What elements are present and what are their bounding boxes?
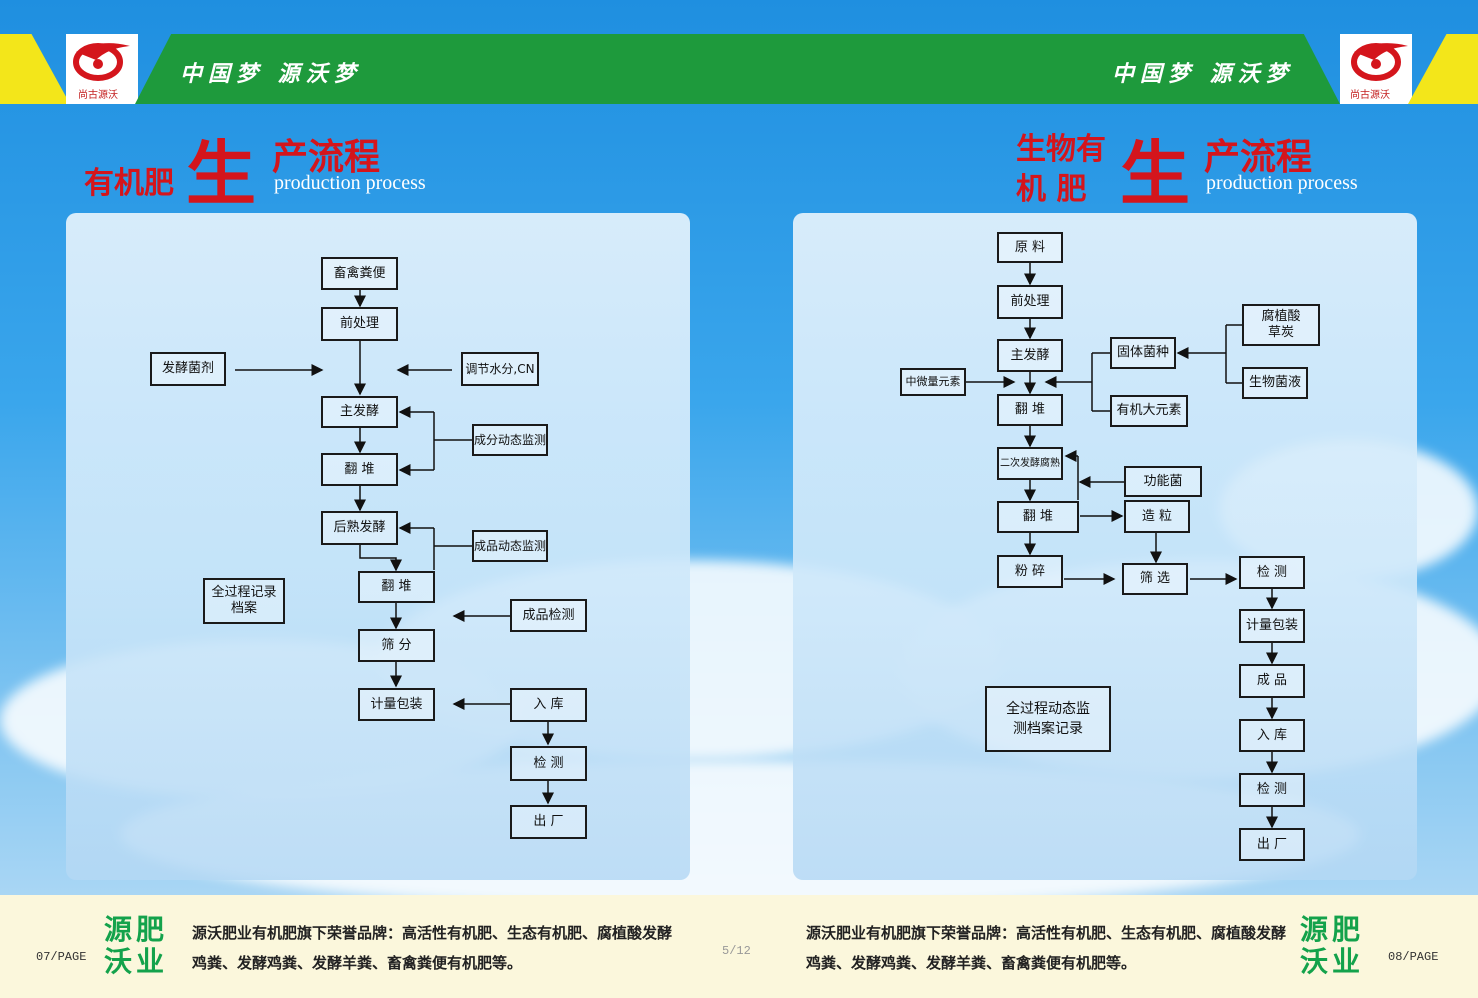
box-humic-peat: 腐植酸草炭	[1242, 304, 1320, 346]
box-warehousing: 入 库	[510, 688, 587, 722]
box-screening: 筛 选	[1122, 563, 1188, 595]
box-main-fermentation: 主发酵	[321, 396, 398, 428]
box-ferment-agent: 发酵菌剂	[150, 352, 226, 386]
box-pretreatment: 前处理	[997, 285, 1063, 319]
page-number-right: 08/PAGE	[1388, 950, 1439, 964]
box-solid-strain: 固体菌种	[1110, 337, 1176, 369]
logo-left: 尚古源沃	[66, 34, 138, 104]
right-flow-panel	[793, 213, 1417, 880]
box-secondary-fermentation: 二次发酵腐熟	[997, 447, 1063, 480]
logo-text: 尚古源沃	[78, 90, 118, 101]
box-bio-liquid: 生物菌液	[1242, 367, 1308, 399]
box-leave-factory: 出 厂	[510, 805, 587, 839]
box-metering-packing: 计量包装	[358, 688, 435, 721]
box-inspection-2: 检 测	[1239, 773, 1305, 807]
logo-text: 尚古源沃	[1350, 90, 1390, 101]
box-raw-material: 原 料	[997, 232, 1063, 263]
footer-text-left: 源沃肥业有机肥旗下荣誉品牌：高活性有机肥、生态有机肥、腐植酸发酵鸡粪、发酵鸡粪、…	[192, 924, 673, 972]
box-full-record: 全过程记录档案	[203, 578, 285, 624]
box-crushing: 粉 碎	[997, 555, 1063, 588]
box-product-test: 成品检测	[510, 599, 587, 632]
box-warehousing: 入 库	[1239, 719, 1305, 752]
box-full-monitor-record: 全过程动态监测档案记录	[985, 686, 1111, 752]
box-screening: 筛 分	[358, 629, 435, 662]
box-inspection-1: 检 测	[1239, 556, 1305, 589]
box-leave-factory: 出 厂	[1239, 828, 1305, 861]
footer	[0, 895, 1478, 998]
box-trace-elements: 中微量元素	[900, 368, 966, 396]
box-metering-packing: 计量包装	[1239, 609, 1305, 643]
box-functional-bacteria: 功能菌	[1124, 466, 1202, 497]
right-title-prefix-1: 生物有	[1016, 132, 1106, 167]
footer-text-right: 源沃肥业有机肥旗下荣誉品牌：高活性有机肥、生态有机肥、腐植酸发酵鸡粪、发酵鸡粪、…	[806, 924, 1287, 972]
box-turn-pile-1: 翻 堆	[997, 394, 1063, 426]
box-granulation: 造 粒	[1124, 500, 1190, 533]
slogan-left: 中国梦 源沃梦	[180, 61, 362, 87]
logo-right: 尚古源沃	[1340, 34, 1412, 104]
footer-brand-left: 源肥沃业	[104, 913, 169, 978]
left-title-big: 生	[186, 132, 256, 215]
box-livestock-manure: 畜禽粪便	[321, 257, 398, 290]
box-component-monitor: 成分动态监测	[472, 424, 548, 456]
box-pretreatment: 前处理	[321, 307, 398, 341]
page-number-center: 5/12	[722, 944, 751, 958]
logo-icon	[73, 43, 130, 81]
box-main-fermentation: 主发酵	[997, 339, 1063, 372]
box-turn-pile-2: 翻 堆	[358, 571, 435, 603]
right-title-rest: 产流程	[1204, 136, 1313, 178]
right-title-prefix-2: 机 肥	[1016, 172, 1087, 207]
box-product-monitor: 成品动态监测	[472, 530, 548, 562]
page-number-left: 07/PAGE	[36, 950, 87, 964]
box-turn-pile-1: 翻 堆	[321, 453, 398, 486]
box-finished-product: 成 品	[1239, 664, 1305, 698]
slogan-right: 中国梦 源沃梦	[1112, 61, 1294, 87]
box-turn-pile-2: 翻 堆	[997, 501, 1079, 533]
right-title-big: 生	[1120, 132, 1190, 215]
footer-brand-right: 源肥沃业	[1300, 913, 1365, 978]
header-green-band	[135, 34, 1340, 104]
box-adjust-moisture: 调节水分,CN	[461, 352, 539, 386]
logo-icon	[1351, 43, 1408, 81]
left-title-prefix: 有机肥	[84, 166, 174, 201]
left-title-en: production process	[274, 172, 426, 194]
box-inspection: 检 测	[510, 746, 587, 781]
right-title-en: production process	[1206, 172, 1358, 194]
box-organic-macro: 有机大元素	[1110, 395, 1188, 427]
box-post-fermentation: 后熟发酵	[321, 511, 398, 545]
left-title-rest: 产流程	[272, 136, 381, 178]
